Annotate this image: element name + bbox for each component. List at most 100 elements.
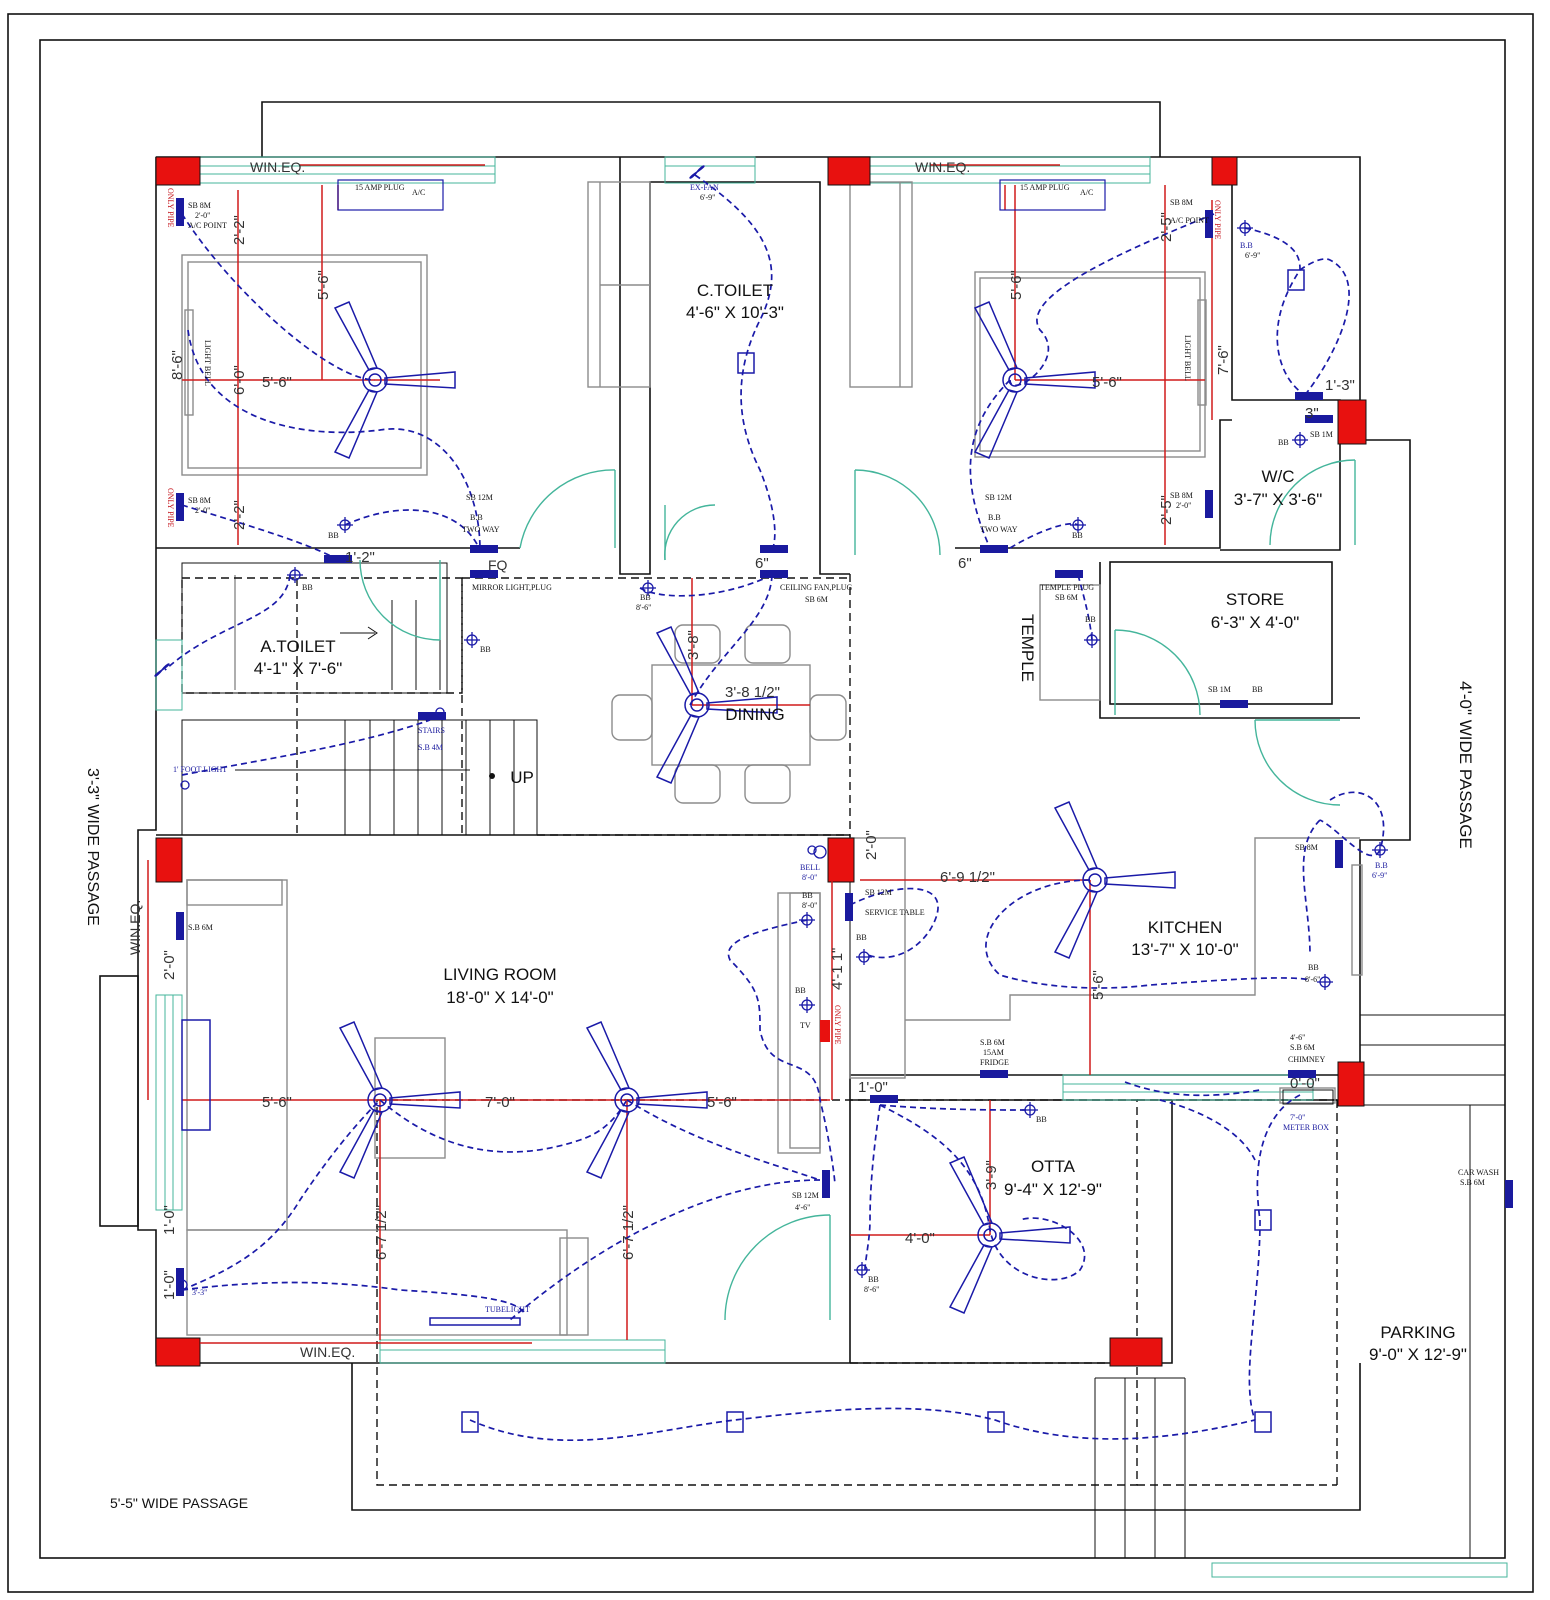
room-size-wc: 3'-7" X 3'-6" xyxy=(1234,490,1323,509)
dimension: 5'-6" xyxy=(1090,970,1107,1000)
sb-note: S.B 6M xyxy=(1290,1043,1315,1052)
staircase xyxy=(181,562,538,836)
height-note: 8'-0" xyxy=(802,901,817,910)
sb-note: SB 8M xyxy=(1295,843,1318,852)
dimension: 5'-6" xyxy=(1008,270,1025,300)
height-note: 6'-9" xyxy=(1245,251,1260,260)
dimension: 4'-1 1" xyxy=(829,948,846,990)
tubelight-label: TUBELIGHT xyxy=(485,1305,530,1314)
room-name-otta: OTTA xyxy=(1031,1157,1076,1176)
sb-note: S.B 6M xyxy=(980,1038,1005,1047)
dimension: 3" xyxy=(1305,405,1319,422)
dimension: 1'-3" xyxy=(1325,377,1355,394)
win-eq-label: WIN.EQ. xyxy=(250,159,305,175)
dimension: 2'-0" xyxy=(863,830,880,860)
dimension: 2'-0" xyxy=(161,950,178,980)
room-name-wc: W/C xyxy=(1261,467,1294,486)
dimension: 6'-7 1/2" xyxy=(620,1205,637,1260)
dimension: 5'-6" xyxy=(707,1094,737,1111)
dimension: 2'-5" xyxy=(1158,212,1175,242)
outer-frame xyxy=(7,13,1534,1593)
dimension: 3'-8 1/2" xyxy=(725,684,780,701)
wall-kitchen-top xyxy=(1099,562,1360,719)
b-b-label: B.B xyxy=(1240,241,1253,250)
height-note: 8'-6" xyxy=(636,603,651,612)
b-b-label: B.B xyxy=(988,513,1001,522)
stairs-label: STAIRS xyxy=(418,726,445,735)
dimension: 5'-6" xyxy=(262,374,292,391)
room-name-temple: TEMPLE xyxy=(1018,614,1037,682)
ac-unit xyxy=(337,179,444,211)
bb-label: BB xyxy=(640,593,651,602)
sb-note: 2'-0" xyxy=(195,506,210,515)
windows xyxy=(155,156,1314,1364)
dimension: 2'-5" xyxy=(1158,495,1175,525)
ceiling-fan-plug-label: CEILING FAN,PLUG xyxy=(780,583,853,592)
bb-label: BB xyxy=(1036,1115,1047,1124)
plug-label: 15 AMP PLUG xyxy=(355,183,405,192)
temple-plug-label: TEMPLE PLUG xyxy=(1040,583,1094,592)
sb-note: SB 1M xyxy=(1310,430,1333,439)
fridge-label: FRIDGE xyxy=(980,1058,1009,1067)
two-way-label: TWO WAY xyxy=(980,525,1018,534)
wall-top-projection xyxy=(261,101,1161,157)
wall-c-toilet xyxy=(619,157,850,575)
only-pipe-label: ONLY PIPE xyxy=(166,488,175,528)
columns xyxy=(155,156,1367,1367)
room-size-a-toilet: 4'-1" X 7'-6" xyxy=(254,659,343,678)
mirror-light-label: MIRROR LIGHT,PLUG xyxy=(472,583,552,592)
win-eq-label: WIN.EQ. xyxy=(300,1344,355,1360)
switch-boards xyxy=(176,198,1513,1296)
dimension: 2'-2" xyxy=(231,215,248,245)
ex-fan-label: EX-FAN xyxy=(690,183,719,192)
dimension: 4'-0" xyxy=(905,1230,935,1247)
sb-note: SB 12M xyxy=(985,493,1012,502)
height-note: 8'-0" xyxy=(802,873,817,882)
wall-outer-main xyxy=(137,156,1411,1364)
bb-label: BB xyxy=(1308,963,1319,972)
sb-note: SB 1M xyxy=(1208,685,1231,694)
sb-note: SB 8M xyxy=(1170,198,1193,207)
ac-point-label: A/C POINT xyxy=(188,221,227,230)
height-note: 4'-6" xyxy=(1290,1033,1305,1042)
dimension: 1'-0" xyxy=(161,1270,178,1300)
left-projection xyxy=(99,975,139,1227)
height-note: 6'-9" xyxy=(700,193,715,202)
sb-note: S.B 6M xyxy=(188,923,213,932)
dimension: 8'-6" xyxy=(169,350,186,380)
ac-label: A/C xyxy=(412,188,425,197)
room-size-living: 18'-0" X 14'-0" xyxy=(446,988,553,1007)
wall-bed2-lower xyxy=(955,419,1232,549)
two-way-label: TWO WAY xyxy=(462,525,500,534)
room-size-c-toilet: 4'-6" X 10'-3" xyxy=(686,303,784,322)
light-bell-label: LIGHT BELL xyxy=(203,340,212,386)
sb-note: 2'-0" xyxy=(1176,501,1191,510)
passage-bottom: 5'-5" WIDE PASSAGE xyxy=(110,1495,248,1511)
b-b-label: B.B xyxy=(1375,861,1388,870)
sb-note: SB 6M xyxy=(1055,593,1078,602)
height-note: 7'-0" xyxy=(1290,1113,1305,1122)
dimension: 3'-8" xyxy=(685,630,702,660)
inner-frame xyxy=(39,39,1506,1559)
bb-label: BB xyxy=(1085,615,1096,624)
room-name-store: STORE xyxy=(1226,590,1284,609)
dimension: 6" xyxy=(958,555,972,572)
light-points xyxy=(176,220,1388,1291)
height-note: 8'-6" xyxy=(1305,975,1320,984)
passage-right: 4'-0" WIDE PASSAGE xyxy=(1456,681,1475,849)
bb-label: BB xyxy=(868,1275,879,1284)
room-name-living: LIVING ROOM xyxy=(443,965,556,984)
meter-box-label: METER BOX xyxy=(1283,1123,1329,1132)
b-b-label: B.B xyxy=(470,513,483,522)
plug-label: 15 AMP PLUG xyxy=(1020,183,1070,192)
dimension: 3'-9" xyxy=(983,1160,1000,1190)
ac-label: A/C xyxy=(1080,188,1093,197)
wall-store xyxy=(1109,561,1333,705)
sb-note: SB 12M xyxy=(466,493,493,502)
height-note: 4'-6" xyxy=(795,1203,810,1212)
passage-left: 3'-3" WIDE PASSAGE xyxy=(84,768,101,926)
dimension-lines xyxy=(147,164,1213,1344)
only-pipe-label: ONLY PIPE xyxy=(833,1005,842,1045)
bb-label: BB xyxy=(1252,685,1263,694)
